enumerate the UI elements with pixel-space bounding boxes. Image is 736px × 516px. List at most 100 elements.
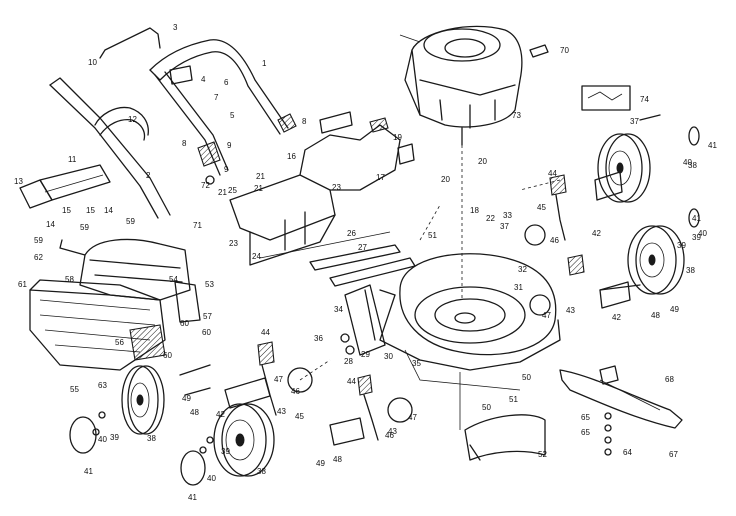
callout: 74	[640, 95, 649, 104]
callout: 9	[224, 165, 229, 174]
callout: 41	[188, 493, 197, 502]
control-levers	[169, 65, 297, 185]
callout: 37	[500, 222, 509, 231]
callout: 26	[347, 229, 356, 238]
callout: 40	[698, 229, 707, 238]
callout: 21	[218, 188, 227, 197]
hubcap-right-lower	[688, 208, 700, 228]
callout: 25	[228, 186, 237, 195]
axle-brackets	[224, 171, 631, 446]
callout: 32	[518, 265, 527, 274]
callout: 4	[201, 75, 206, 84]
callout: 45	[537, 203, 546, 212]
callout: 43	[388, 427, 397, 436]
callout: 13	[14, 177, 23, 186]
callout: 33	[503, 211, 512, 220]
callout: 45	[295, 412, 304, 421]
callout: 67	[669, 450, 678, 459]
callout: 39	[677, 241, 686, 250]
callout: 5	[230, 111, 235, 120]
callout: 50	[522, 373, 531, 382]
callout: 42	[216, 410, 225, 419]
bag-hanger	[129, 281, 201, 361]
callout: 40	[98, 435, 107, 444]
callout: 71	[193, 221, 202, 230]
callout: 17	[376, 173, 385, 182]
callout: 65	[581, 428, 590, 437]
callout: 49	[316, 459, 325, 468]
callout: 57	[203, 312, 212, 321]
callout: 38	[147, 434, 156, 443]
callout: 44	[347, 377, 356, 386]
callout: 73	[512, 111, 521, 120]
rear-wheel-left-lower	[213, 403, 275, 477]
callout: 60	[180, 319, 189, 328]
front-wheel-right-upper	[597, 133, 651, 203]
callout: 59	[126, 217, 135, 226]
callout: 23	[229, 239, 238, 248]
callout: 59	[80, 223, 89, 232]
front-wheel-right-lower	[627, 225, 685, 295]
part-callouts: 1 2 3 4 5 6 7 8 8 9 9 10 11 12 13 14 14 …	[14, 23, 717, 502]
hubcap-left-upper	[69, 416, 97, 454]
callout: 51	[509, 395, 518, 404]
callout: 37	[630, 117, 639, 126]
callout: 72	[201, 181, 210, 190]
wheel-axle-bolts	[92, 114, 661, 454]
guide-lines	[299, 179, 561, 430]
callout: 21	[254, 184, 263, 193]
callout: 16	[287, 152, 296, 161]
blade-adapter	[599, 365, 619, 385]
callout: 60	[202, 328, 211, 337]
callout: 49	[182, 394, 191, 403]
callout: 40	[683, 158, 692, 167]
callout: 44	[548, 169, 557, 178]
height-adjuster-levers	[257, 174, 585, 441]
callout: 38	[257, 467, 266, 476]
callout: 48	[333, 455, 342, 464]
callout: 58	[65, 275, 74, 284]
callout: 70	[560, 46, 569, 55]
callout: 41	[692, 214, 701, 223]
callout: 68	[665, 375, 674, 384]
callout: 63	[98, 381, 107, 390]
callout: 20	[478, 157, 487, 166]
blade-hardware	[604, 412, 612, 456]
engine	[399, 25, 523, 146]
callout: 42	[612, 313, 621, 322]
drive-frame	[229, 124, 416, 287]
callout: 48	[190, 408, 199, 417]
callout: 6	[224, 78, 229, 87]
callout: 61	[18, 280, 27, 289]
callout: 41	[84, 467, 93, 476]
rear-wheel-left	[121, 365, 165, 435]
callout: 53	[205, 280, 214, 289]
callout: 15	[86, 206, 95, 215]
callout: 15	[62, 206, 71, 215]
lower-handle	[49, 77, 171, 219]
callout: 56	[115, 338, 124, 347]
callout: 46	[291, 387, 300, 396]
callout: 49	[670, 305, 679, 314]
callout: 46	[550, 236, 559, 245]
callout: 64	[623, 448, 632, 457]
callout: 29	[361, 350, 370, 359]
callout: 54	[169, 275, 178, 284]
callout: 14	[104, 206, 113, 215]
adjuster-gears	[287, 224, 551, 423]
callout: 47	[408, 413, 417, 422]
callout: 14	[46, 220, 55, 229]
callout: 41	[708, 141, 717, 150]
callout: 23	[332, 183, 341, 192]
callout: 22	[486, 214, 495, 223]
hubcap-left-lower	[180, 450, 206, 486]
callout: 44	[261, 328, 270, 337]
mower-blade	[559, 369, 683, 429]
callout: 42	[592, 229, 601, 238]
handle-top-panel	[19, 164, 111, 209]
callout: 43	[277, 407, 286, 416]
callout: 27	[358, 243, 367, 252]
callout: 35	[412, 359, 421, 368]
callout: 46	[385, 431, 394, 440]
